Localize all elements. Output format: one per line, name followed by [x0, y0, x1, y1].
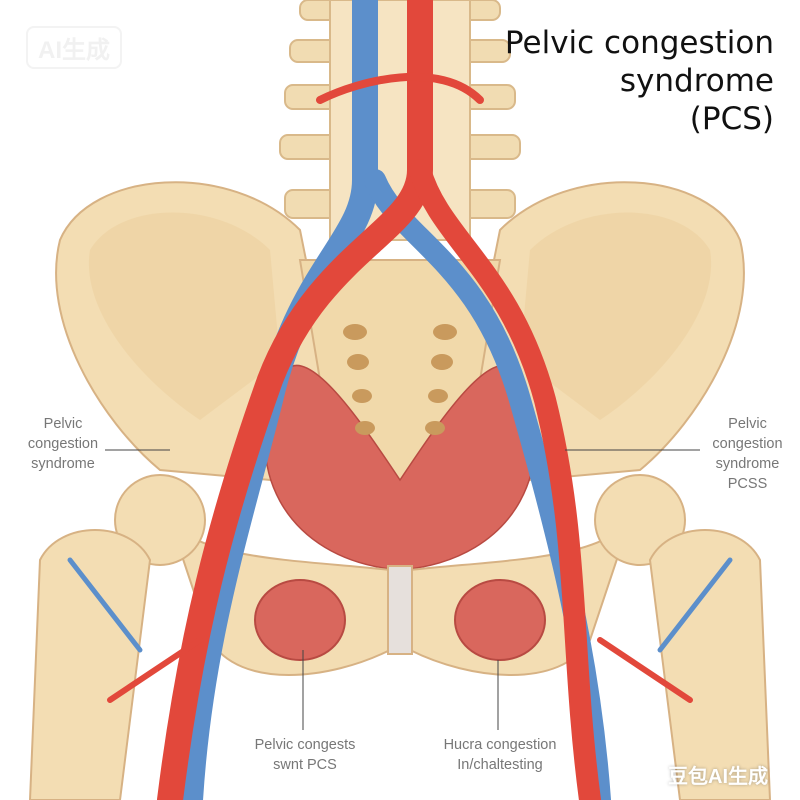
sacral-foramina: [343, 324, 457, 435]
arteries: [107, 0, 693, 800]
femurs: [28, 474, 772, 800]
label-bottom-right: Hucra congestion In/chaltesting: [443, 737, 557, 773]
watermark-top-left: AI生成: [26, 26, 122, 69]
label-right: Pelvic congestion syndrome PCSS: [712, 416, 783, 492]
label-left: Pelvic congestion syndrome: [27, 416, 99, 472]
page-title: Pelvic congestion syndrome (PCS): [504, 25, 774, 137]
leader-lines: [105, 449, 700, 730]
watermark-bottom-right: 豆包AI生成: [668, 766, 768, 788]
label-bottom-left: Pelvic congests swnt PCS: [254, 737, 356, 773]
